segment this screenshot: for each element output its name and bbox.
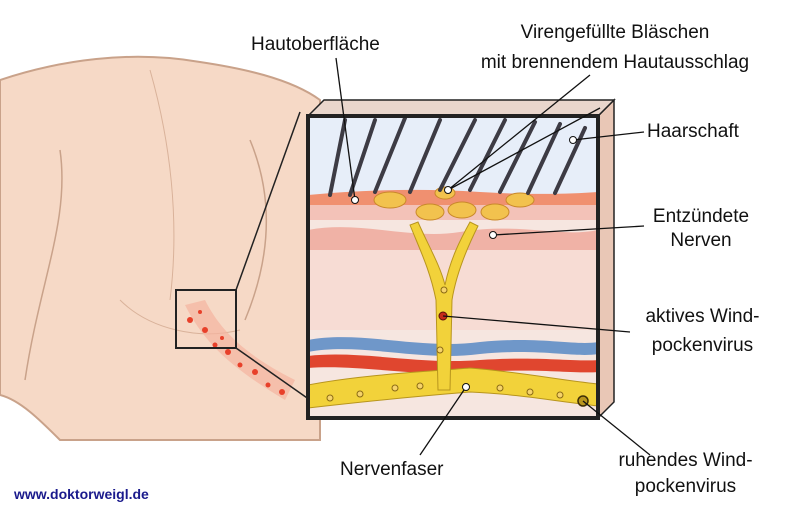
label-nerven-line1: Entzündete xyxy=(652,206,750,227)
label-haarschaft: Haarschaft xyxy=(647,121,739,142)
label-hautoberflaeche: Hautoberfläche xyxy=(251,34,380,55)
label-nervenfaser: Nervenfaser xyxy=(340,459,444,480)
label-aktiv-line2: pockenvirus xyxy=(651,335,754,356)
label-blaeschen-line1: Virengefüllte Bläschen xyxy=(520,22,710,43)
magnify-box xyxy=(175,289,237,349)
skin-cross-section xyxy=(306,114,600,420)
label-blaeschen-line2: mit brennendem Hautausschlag xyxy=(480,52,750,73)
label-ruhend-line1: ruhendes Wind- xyxy=(618,450,753,471)
label-aktiv-line1: aktives Wind- xyxy=(645,306,760,327)
label-nerven-line2: Nerven xyxy=(670,230,732,251)
leader-dots xyxy=(351,136,577,391)
block-top-face xyxy=(306,99,616,117)
leader-lines xyxy=(335,57,651,456)
label-ruhend-line2: pockenvirus xyxy=(634,476,737,497)
block-right-face xyxy=(597,98,615,420)
website-link[interactable]: www.doktorweigl.de xyxy=(14,486,149,502)
